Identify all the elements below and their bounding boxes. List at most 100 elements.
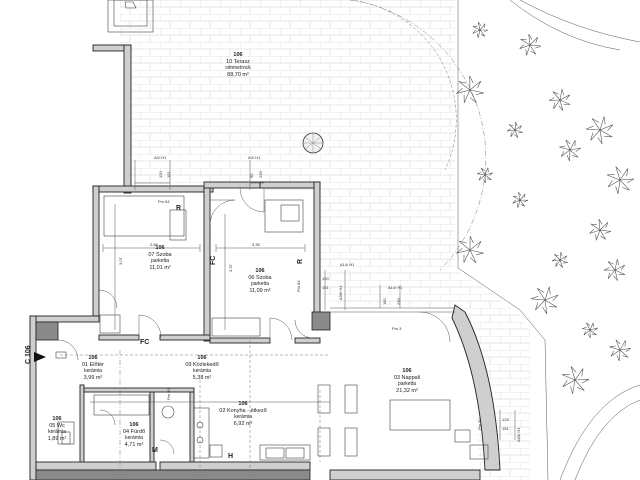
fc-tag: FC bbox=[210, 256, 217, 265]
room-floor: kerámia bbox=[125, 435, 143, 441]
room-floor: kerámia bbox=[234, 414, 252, 420]
room-number: 106 bbox=[238, 401, 247, 407]
room-label-09-kozlekedo: 106 09 Közlekedő kerámia 5,38 m² bbox=[185, 355, 218, 381]
room-label-04-furdo: 106 04 Fürdő kerámia 4,71 m² bbox=[123, 422, 145, 448]
plant-symbol bbox=[456, 235, 484, 263]
plant-symbol bbox=[456, 75, 484, 103]
dim-label: 100 bbox=[322, 276, 329, 281]
plant-symbol bbox=[530, 286, 559, 315]
furniture bbox=[55, 195, 489, 461]
dim-label: 180 bbox=[382, 298, 387, 305]
plant-symbol bbox=[548, 89, 571, 111]
room-floor: kerámia bbox=[193, 368, 211, 374]
room-area: 11,09 m² bbox=[249, 288, 270, 294]
dimension-labels: A0/ H1 A0/ H1 120 151 90 239 Pm 84 3,07 … bbox=[118, 155, 521, 442]
planter-box bbox=[107, 0, 154, 33]
dim-label: A14/ H1 bbox=[340, 262, 355, 267]
plant-symbol bbox=[506, 121, 523, 138]
entrance-label: C 106 bbox=[25, 345, 32, 364]
dim-label: 125 bbox=[502, 417, 509, 422]
room-label-07-szoba: 106 07 Szoba parketta 11,01 m² bbox=[148, 245, 172, 271]
room-area: 88,70 m² bbox=[227, 72, 249, 78]
room-number: 106 bbox=[255, 268, 264, 274]
dim-label: A0/ H1 bbox=[248, 155, 261, 160]
room-number: 106 bbox=[233, 52, 242, 58]
dim-label: A69/ H1 bbox=[516, 427, 521, 442]
fc-tag: FC bbox=[140, 339, 149, 346]
dim-label: 151 bbox=[166, 171, 171, 178]
door-swings bbox=[57, 187, 451, 455]
room-number: 106 bbox=[129, 422, 138, 428]
room-floor: parketta bbox=[251, 281, 269, 287]
room-area: 3,99 m² bbox=[84, 375, 103, 381]
room-area: 6,92 m² bbox=[234, 421, 253, 427]
dim-label: 151 bbox=[322, 285, 329, 290]
entrance-marker: C 106 bbox=[25, 345, 46, 364]
dim-label: A0/ H1 bbox=[154, 155, 167, 160]
room-area: 11,01 m² bbox=[149, 265, 170, 271]
dim-label: 3,07 bbox=[118, 256, 123, 265]
room-floor: parketta bbox=[151, 258, 169, 264]
plant-symbol bbox=[603, 259, 626, 281]
room-label-02-konyha: 106 02 Konyha - étkező kerámia 6,92 m² bbox=[219, 401, 266, 427]
room-label-05-wc: 106 05 Wc kerámia 1,89 m² bbox=[48, 416, 67, 442]
room-name: 05 Wc bbox=[49, 423, 65, 429]
apartment-walls bbox=[29, 44, 501, 480]
radiator-tag: R bbox=[176, 205, 181, 212]
room-name: 03 Nappali bbox=[394, 375, 420, 381]
room-name: 07 Szoba bbox=[148, 252, 172, 258]
terrace-area bbox=[120, 0, 530, 480]
room-name: 04 Fürdő bbox=[123, 429, 145, 435]
room-name: 06 Szoba bbox=[248, 275, 272, 281]
plant-symbol bbox=[519, 33, 542, 56]
room-label-terrace: 106 10 Terasz simmetrock 88,70 m² bbox=[225, 52, 251, 78]
room-number: 106 bbox=[88, 355, 97, 361]
room-label-03-nappali: 106 03 Nappali parketta 21,32 m² bbox=[394, 368, 420, 394]
m-tag: M bbox=[152, 447, 158, 454]
dim-label: Pm 84 bbox=[296, 280, 301, 292]
plant-symbol bbox=[472, 22, 489, 38]
plant-symbol bbox=[551, 251, 568, 268]
room-number: 106 bbox=[402, 368, 411, 374]
dim-label: 151 bbox=[502, 426, 509, 431]
dim-label: 2,65 bbox=[150, 242, 159, 247]
h-tag: H bbox=[228, 453, 233, 460]
dim-label: Pm 90 bbox=[166, 388, 171, 400]
room-number: 106 bbox=[197, 355, 206, 361]
room-floor: simmetrock bbox=[225, 65, 251, 71]
room-name: 01 Előtér bbox=[82, 362, 104, 368]
dim-label: A14/ H1 bbox=[388, 285, 403, 290]
plant-symbol bbox=[609, 339, 632, 362]
room-number: 106 bbox=[52, 416, 61, 422]
room-area: 21,32 m² bbox=[396, 388, 418, 394]
dim-label: Pm 3 bbox=[392, 326, 402, 331]
room-name: 02 Konyha - étkező bbox=[219, 408, 266, 414]
room-area: 4,71 m² bbox=[125, 442, 144, 448]
room-floor: parketta bbox=[398, 381, 416, 387]
room-name: 10 Terasz bbox=[226, 59, 250, 65]
room-floor: kerámia bbox=[48, 429, 66, 435]
room-label-06-szoba: 106 06 Szoba parketta 11,09 m² bbox=[248, 268, 272, 294]
room-area: 5,38 m² bbox=[193, 375, 212, 381]
radiator-tag: R bbox=[297, 259, 304, 264]
dim-label: 90 bbox=[249, 173, 254, 178]
dim-label: 3,37 bbox=[228, 263, 233, 272]
dim-label: 120 bbox=[158, 171, 163, 178]
plant-symbol bbox=[589, 218, 611, 241]
dim-label: 3,35 bbox=[252, 242, 261, 247]
room-label-01-eloter: 106 01 Előtér kerámia 3,99 m² bbox=[82, 355, 104, 381]
room-floor: kerámia bbox=[84, 368, 102, 374]
dimension-lines bbox=[60, 160, 516, 480]
plant-symbol bbox=[585, 116, 614, 144]
dim-label: Pm 90 bbox=[477, 418, 482, 430]
plant-symbol bbox=[559, 139, 581, 162]
room-number: 106 bbox=[155, 245, 164, 251]
plant-symbol bbox=[606, 166, 635, 194]
plant-symbol bbox=[512, 192, 529, 208]
dim-label: Pm 84 bbox=[158, 199, 170, 204]
room-name: 09 Közlekedő bbox=[185, 362, 218, 368]
garden-area bbox=[456, 0, 640, 480]
plant-symbol bbox=[561, 366, 590, 394]
room-area: 1,89 m² bbox=[48, 436, 67, 442]
